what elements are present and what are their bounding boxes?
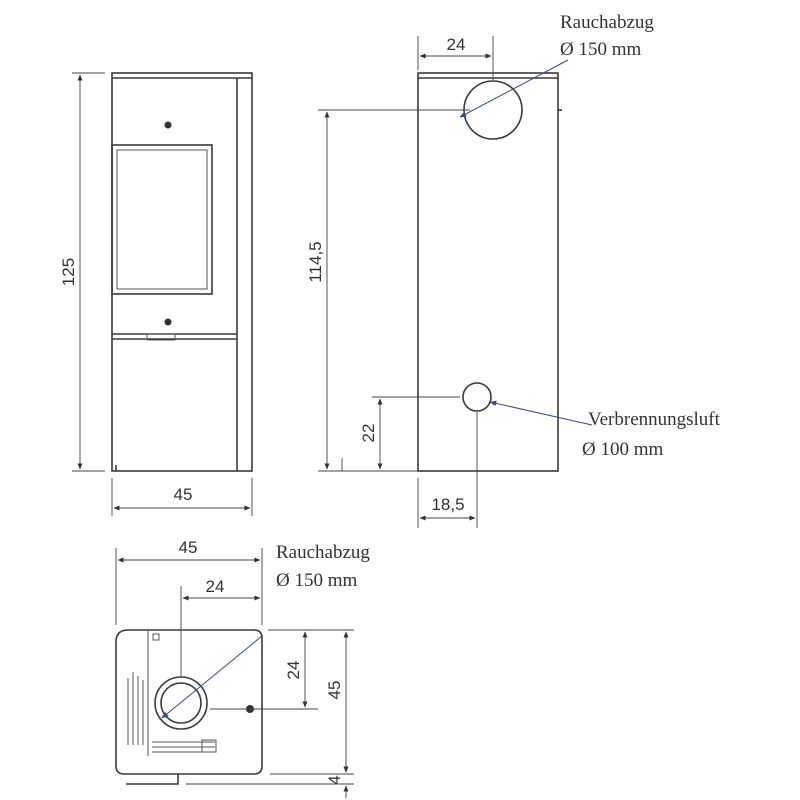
stove-body-outline — [111, 72, 253, 472]
top-flue-inner — [160, 682, 202, 724]
side-body-outline — [417, 72, 559, 472]
top-fixing-point — [152, 633, 160, 641]
heat-ribs-left — [127, 672, 144, 745]
flue-title: Rauchabzug — [560, 12, 654, 33]
height-label: 125 — [59, 258, 78, 286]
air-inlet-circle — [462, 382, 492, 412]
control-lever-box — [201, 739, 217, 753]
door-handle-lower — [164, 318, 172, 326]
fire-door-glass — [116, 149, 208, 290]
flue-offset-label: 24 — [447, 35, 466, 54]
top-body-outline — [115, 629, 263, 775]
top-flue-title: Rauchabzug — [276, 542, 370, 563]
ash-tray-handle — [146, 333, 176, 341]
heat-ribs-bottom — [152, 741, 215, 753]
front-view: 125 45 — [59, 72, 253, 516]
side-view: 24 114,5 22 18,5 Rauchabzug Ø 150 mm Ver… — [306, 12, 721, 528]
top-width-label: 45 — [179, 538, 198, 557]
top-view: 45 24 24 45 4 Rauchabzug Ø 150 mm — [115, 538, 370, 798]
air-leader-line — [489, 400, 593, 426]
air-size: Ø 100 mm — [582, 439, 664, 460]
air-offset-label: 18,5 — [431, 495, 464, 514]
top-flue-outer — [154, 676, 208, 730]
foot-outline — [126, 774, 179, 785]
width-label: 45 — [174, 485, 193, 504]
top-flue-y-label: 24 — [284, 661, 303, 680]
flue-leader-line — [459, 59, 569, 118]
top-flue-size: Ø 150 mm — [276, 570, 358, 591]
fire-door-frame — [111, 144, 213, 295]
air-height-label: 22 — [359, 424, 378, 443]
air-title: Verbrennungsluft — [588, 409, 721, 430]
flue-size: Ø 150 mm — [560, 39, 642, 60]
flue-height-label: 114,5 — [306, 241, 325, 282]
top-depth-label: 45 — [325, 681, 344, 700]
top-flue-x-label: 24 — [206, 577, 225, 596]
top-foot-label: 4 — [325, 775, 344, 784]
door-handle-upper — [164, 121, 172, 129]
top-flue-leader-line — [161, 635, 263, 719]
